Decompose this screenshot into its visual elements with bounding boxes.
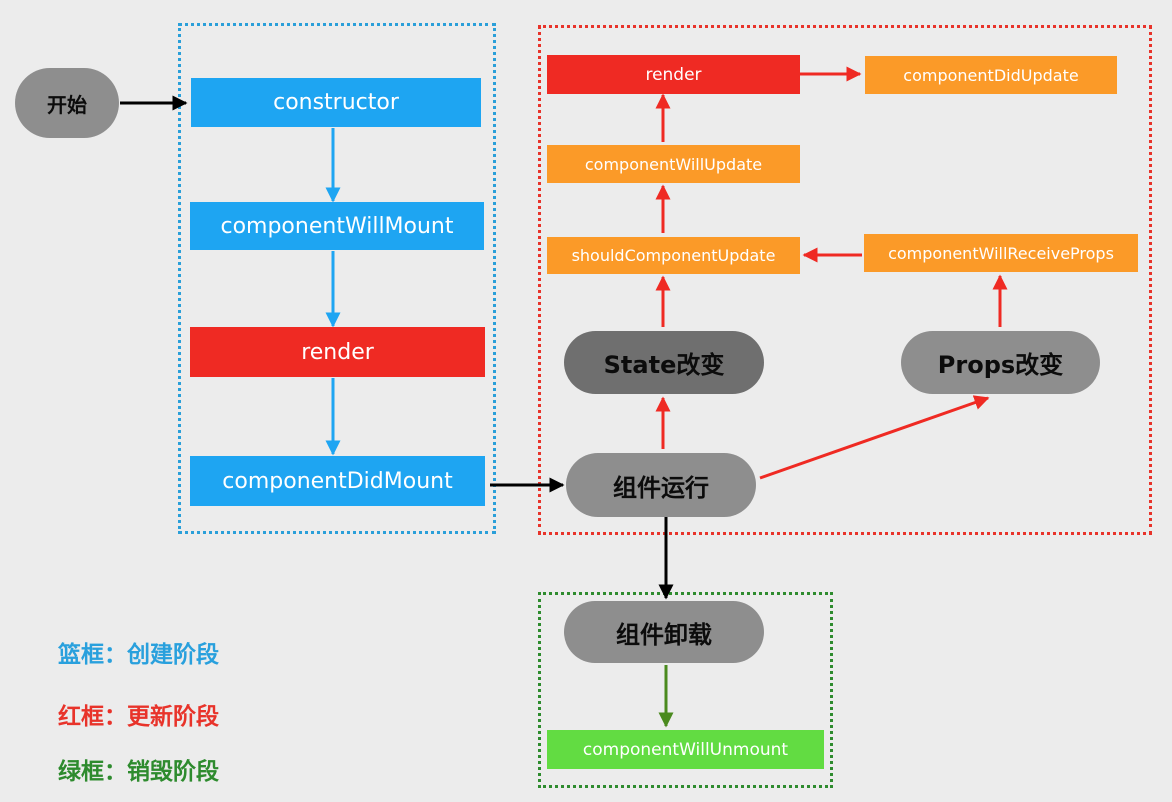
component-will-receive-props-node: componentWillReceiveProps xyxy=(864,234,1138,272)
component-unmount-node: 组件卸载 xyxy=(564,601,764,663)
constructor-node: constructor xyxy=(191,78,481,127)
render-update-node: render xyxy=(547,55,800,94)
component-running-node: 组件运行 xyxy=(566,453,756,517)
start-node: 开始 xyxy=(15,68,119,138)
destroy-phase-frame xyxy=(538,592,833,788)
component-did-mount-node: componentDidMount xyxy=(190,456,485,506)
legend-update-phase: 红框：更新阶段 xyxy=(58,704,219,730)
render-mount-node: render xyxy=(190,327,485,377)
arrow-running-to-props-change xyxy=(759,395,990,480)
create-phase-frame xyxy=(178,23,496,534)
update-phase-frame xyxy=(538,25,1152,535)
should-component-update-node: shouldComponentUpdate xyxy=(547,237,800,274)
legend-destroy-phase: 绿框：销毁阶段 xyxy=(58,759,219,785)
component-will-unmount-node: componentWillUnmount xyxy=(547,730,824,769)
props-change-node: Props改变 xyxy=(901,331,1100,394)
state-change-node: State改变 xyxy=(564,331,764,394)
component-will-update-node: componentWillUpdate xyxy=(547,145,800,183)
component-did-update-node: componentDidUpdate xyxy=(865,56,1117,94)
legend-create-phase: 篮框：创建阶段 xyxy=(58,642,219,668)
component-will-mount-node: componentWillMount xyxy=(190,202,484,250)
